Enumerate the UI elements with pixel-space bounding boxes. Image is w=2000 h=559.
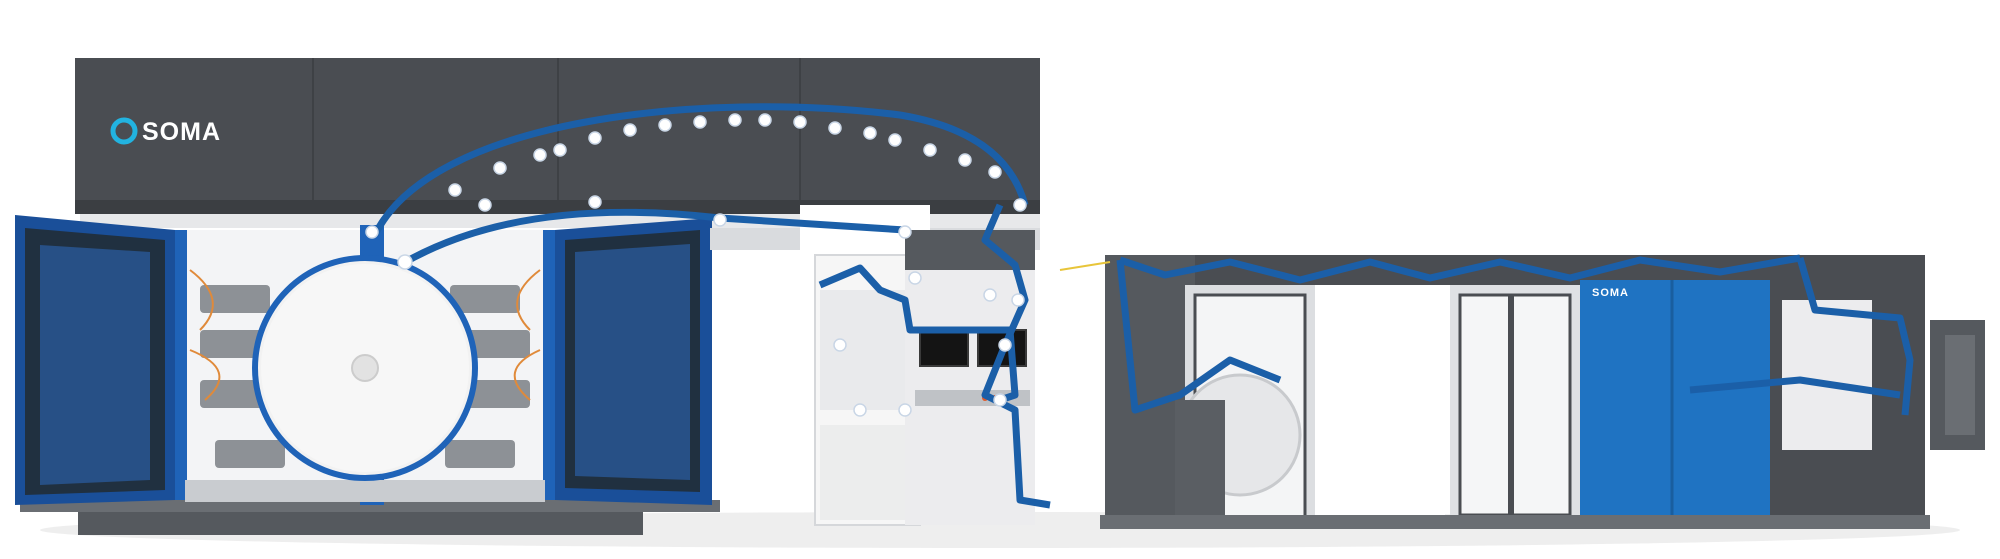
operator-station xyxy=(710,205,1040,526)
web-path xyxy=(371,103,1914,509)
control-monitor-left xyxy=(919,329,969,367)
soma-logo-text: SOMA xyxy=(142,118,221,146)
rewinder-line: SOMA xyxy=(1100,255,1985,529)
sensor-line xyxy=(1059,261,1111,271)
soma-logo-icon xyxy=(110,117,138,145)
guide-rollers xyxy=(365,113,1027,417)
laminator-cabinet xyxy=(1580,280,1770,525)
soma-logo: SOMA xyxy=(110,117,221,146)
cabinet-logo: SOMA xyxy=(1592,287,1629,299)
ci-drum-unit xyxy=(15,215,720,535)
